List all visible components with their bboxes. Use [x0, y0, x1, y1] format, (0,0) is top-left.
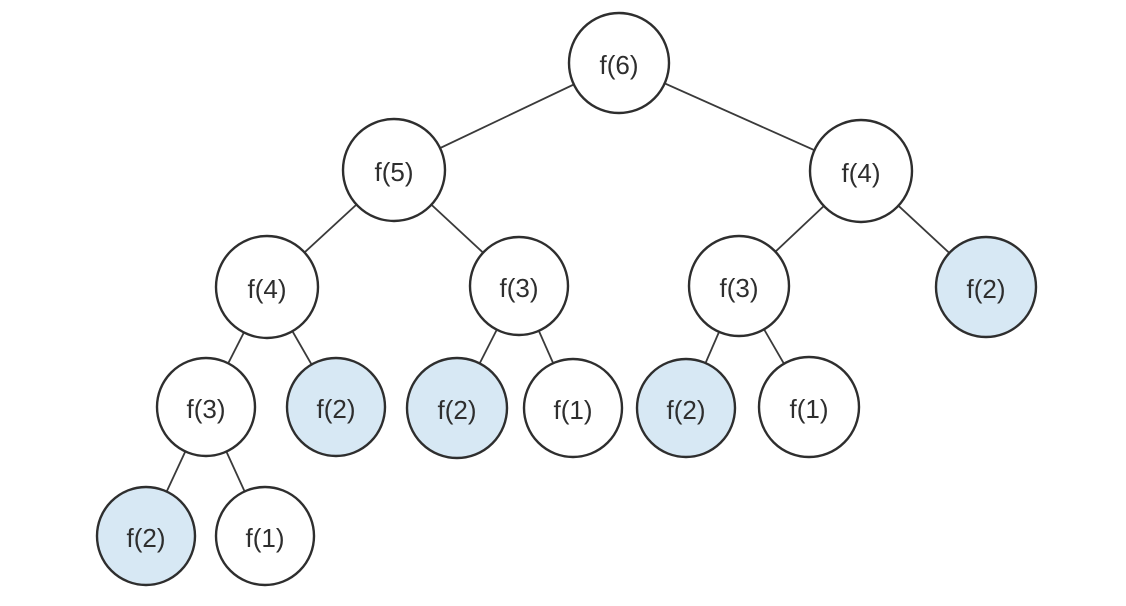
- tree-nodes-layer: f(6) f(5) f(4) f(4) f(3) f(3) f(2) f(3) f(2) f(2)…: [95, 11, 1038, 587]
- node-circle: [757, 355, 861, 459]
- node-label: f(4): [842, 158, 881, 188]
- tree-node-f6-n1: f(6): [567, 11, 671, 115]
- node-label: f(3): [187, 394, 226, 424]
- node-circle: [214, 485, 316, 587]
- node-label: f(6): [600, 50, 639, 80]
- tree-node-f2-n9: f(2): [285, 356, 387, 458]
- tree-node-f2-n14: f(2): [95, 485, 197, 587]
- tree-node-f4-n4: f(4): [214, 234, 320, 340]
- node-circle: [468, 235, 570, 337]
- node-circle-highlighted: [405, 356, 509, 460]
- node-label: f(1): [554, 395, 593, 425]
- node-circle: [214, 234, 320, 340]
- node-label: f(2): [967, 274, 1006, 304]
- tree-node-f1-n15: f(1): [214, 485, 316, 587]
- node-circle-highlighted: [285, 356, 387, 458]
- node-label: f(3): [720, 273, 759, 303]
- node-circle: [155, 356, 257, 458]
- tree-node-f2-n10: f(2): [405, 356, 509, 460]
- node-label: f(1): [246, 523, 285, 553]
- node-circle-highlighted: [635, 357, 737, 459]
- node-label: f(4): [248, 274, 287, 304]
- node-label: f(2): [317, 394, 356, 424]
- node-circle: [341, 117, 447, 223]
- node-label: f(3): [500, 273, 539, 303]
- tree-node-f3-n6: f(3): [687, 234, 791, 338]
- node-label: f(2): [667, 395, 706, 425]
- tree-node-f1-n11: f(1): [522, 357, 624, 459]
- node-circle: [522, 357, 624, 459]
- tree-node-f3-n8: f(3): [155, 356, 257, 458]
- node-circle: [687, 234, 791, 338]
- node-circle: [567, 11, 671, 115]
- node-label: f(1): [790, 394, 829, 424]
- node-circle-highlighted: [95, 485, 197, 587]
- node-label: f(5): [375, 157, 414, 187]
- tree-node-f1-n13: f(1): [757, 355, 861, 459]
- node-label: f(2): [127, 523, 166, 553]
- tree-node-f5-n2: f(5): [341, 117, 447, 223]
- node-label: f(2): [438, 395, 477, 425]
- tree-node-f2-n7: f(2): [934, 235, 1038, 339]
- tree-node-f2-n12: f(2): [635, 357, 737, 459]
- node-circle-highlighted: [934, 235, 1038, 339]
- tree-node-f3-n5: f(3): [468, 235, 570, 337]
- node-circle: [808, 118, 914, 224]
- tree-node-f4-n3: f(4): [808, 118, 914, 224]
